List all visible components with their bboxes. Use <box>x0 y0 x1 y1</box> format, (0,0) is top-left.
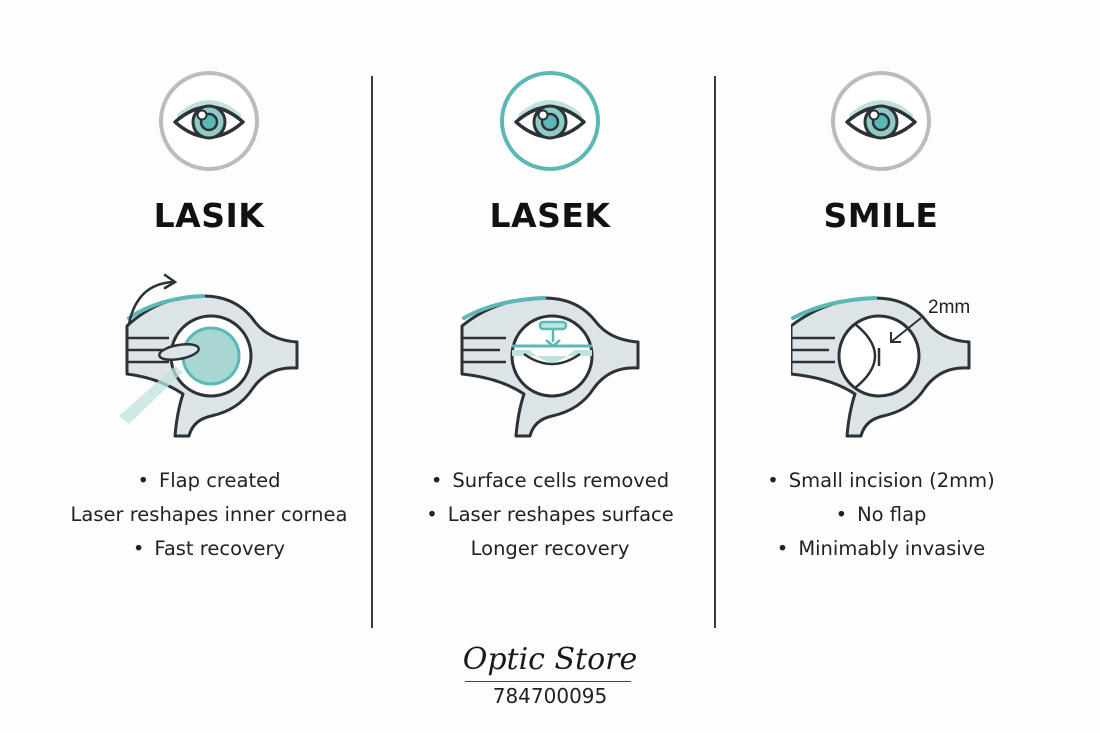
column-divider <box>714 76 716 628</box>
bullet-list: Flap created Laser reshapes inner cornea… <box>44 464 374 566</box>
bullet-item: Small incision (2mm) <box>716 464 1046 498</box>
bullet-item: Surface cells removed <box>385 464 715 498</box>
bullet-item: Flap created <box>44 464 374 498</box>
procedure-smile: SMILE 2mm Small incision (2mm) No flap M… <box>716 0 1046 630</box>
procedure-lasek: LASEK Surface cells removed Laser reshap… <box>385 0 715 630</box>
bullet-item: Minimably invasive <box>716 532 1046 566</box>
procedure-lasik: LASIK Flap created Laser reshapes inner … <box>44 0 374 630</box>
bullet-item: Laser reshapes inner cornea <box>70 503 348 526</box>
procedure-title: SMILE <box>823 196 939 235</box>
bullet-item: Longer recovery <box>470 537 630 560</box>
column-divider <box>371 76 373 628</box>
bullet-item: Fast recovery <box>44 532 374 566</box>
eye-icon <box>500 71 600 171</box>
bullet-item: No flap <box>716 498 1046 532</box>
store-logo: Optic Store <box>462 642 638 677</box>
eye-icon <box>159 71 259 171</box>
phone-number: 784700095 <box>492 684 608 708</box>
procedure-title: LASEK <box>489 196 611 235</box>
bullet-item: Laser reshapes surface <box>385 498 715 532</box>
cornea-incision-diagram: 2mm <box>791 296 971 438</box>
eye-icon <box>831 71 931 171</box>
bullet-list: Surface cells removed Laser reshapes sur… <box>385 464 715 566</box>
incision-size-label: 2mm <box>928 297 970 318</box>
cornea-flap-diagram <box>119 273 299 438</box>
bullet-list: Small incision (2mm) No flap Minimably i… <box>716 464 1046 566</box>
cornea-surface-diagram <box>460 296 640 438</box>
logo-underline <box>465 681 631 682</box>
procedure-title: LASIK <box>153 196 265 235</box>
